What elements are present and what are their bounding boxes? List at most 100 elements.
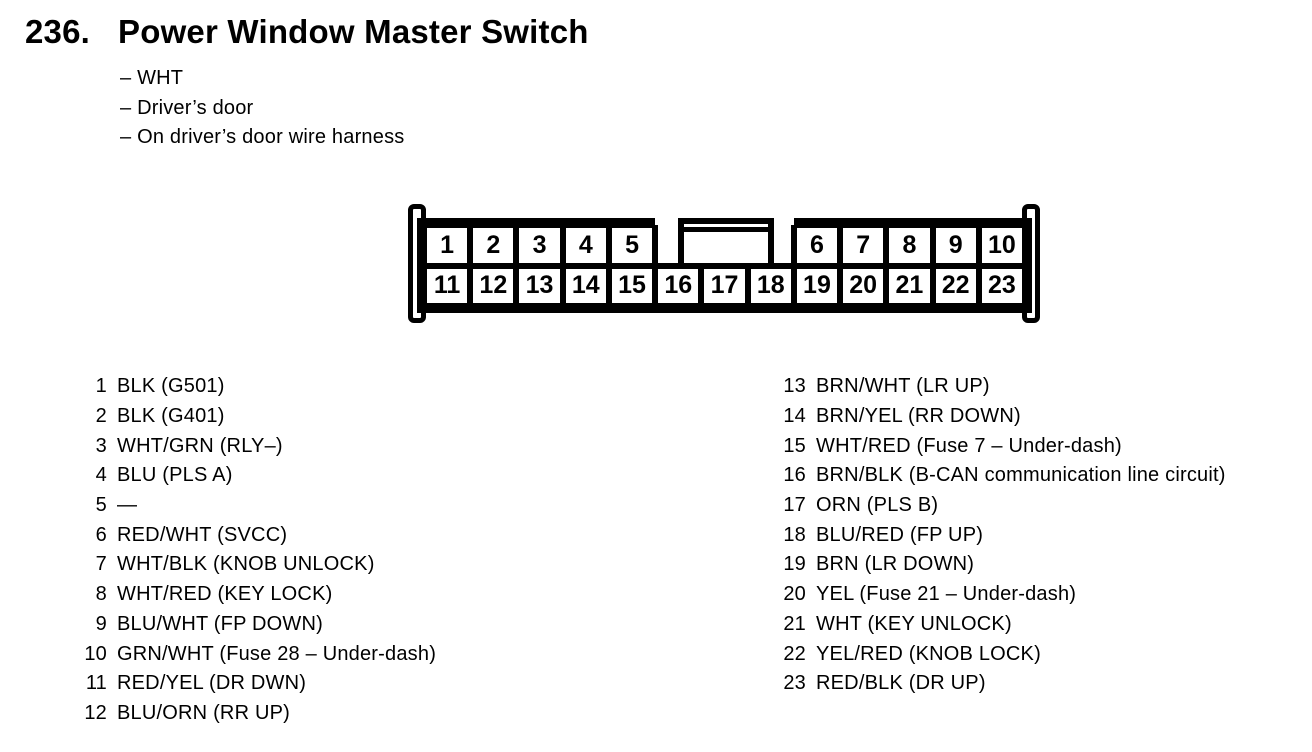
connector-cell: 11 bbox=[424, 265, 471, 306]
pin-row: 2 BLK (G401) bbox=[83, 402, 436, 432]
pin-number: 11 bbox=[85, 672, 107, 695]
pin-label: BLK (G501) bbox=[117, 375, 225, 398]
connector-bottom-row: 11 12 13 14 15 16 17 18 19 20 21 22 23 bbox=[424, 265, 1025, 306]
pin-number: 6 bbox=[95, 523, 107, 546]
pin-label: GRN/WHT (Fuse 28 – Under-dash) bbox=[117, 642, 437, 665]
pin-label: WHT/GRN (RLY–) bbox=[117, 434, 283, 457]
pin-row: 6 RED/WHT (SVCC) bbox=[83, 520, 436, 550]
pin-list-right: 13 BRN/WHT (LR UP) 14 BRN/YEL (RR DOWN) 15… bbox=[780, 372, 1226, 699]
pin-row: 15 WHT/RED (Fuse 7 – Under-dash) bbox=[780, 431, 1226, 461]
pin-number: 17 bbox=[783, 494, 806, 517]
pin-row: 8 WHT/RED (KEY LOCK) bbox=[83, 580, 436, 610]
pin-label: BRN (LR DOWN) bbox=[816, 553, 975, 576]
pin-number: 1 bbox=[95, 375, 107, 398]
pin-label: BRN/BLK (B-CAN communication line circui… bbox=[816, 464, 1226, 487]
pin-number: 18 bbox=[783, 523, 806, 546]
pin-number: 2 bbox=[95, 405, 107, 428]
connector-cell: 14 bbox=[562, 265, 609, 306]
pin-row: 11 RED/YEL (DR DWN) bbox=[83, 669, 436, 699]
figure-title: Power Window Master Switch bbox=[118, 13, 589, 50]
pin-label: BLU/RED (FP UP) bbox=[816, 523, 984, 546]
connector-cell: 5 bbox=[608, 225, 656, 266]
connector-cell: 20 bbox=[840, 265, 887, 306]
note-line: – On driver’s door wire harness bbox=[120, 126, 405, 148]
connector-keyway bbox=[677, 218, 775, 269]
connector-cell: 12 bbox=[470, 265, 517, 306]
note-line: – Driver’s door bbox=[120, 96, 254, 119]
pin-label: WHT/RED (KEY LOCK) bbox=[117, 583, 333, 606]
pin-label: BRN/WHT (LR UP) bbox=[816, 375, 990, 398]
pin-number: 14 bbox=[783, 405, 806, 428]
pin-row: 5— bbox=[83, 491, 436, 521]
pin-number: 10 bbox=[84, 642, 107, 665]
pin-number: 13 bbox=[783, 375, 806, 398]
pin-label: RED/BLK (DR UP) bbox=[816, 672, 986, 695]
pin-label: BLK (G401) bbox=[117, 405, 225, 428]
pin-row: 14 BRN/YEL (RR DOWN) bbox=[780, 402, 1226, 432]
pin-number: 19 bbox=[783, 553, 806, 576]
connector-cell: 15 bbox=[608, 265, 656, 306]
pin-label: YEL (Fuse 21 – Under-dash) bbox=[816, 583, 1077, 606]
page-title: 236. Power Window Master Switch bbox=[25, 12, 589, 52]
pin-label: BLU/ORN (RR UP) bbox=[117, 701, 291, 724]
pin-number: 8 bbox=[95, 583, 107, 606]
pin-row: 7 WHT/BLK (KNOB UNLOCK) bbox=[83, 550, 436, 580]
connector-cell: 18 bbox=[747, 265, 794, 306]
pin-number: 21 bbox=[783, 612, 806, 635]
pin-row: 16 BRN/BLK (B-CAN communication line circ… bbox=[780, 461, 1226, 491]
pin-label: WHT/RED (Fuse 7 – Under-dash) bbox=[816, 434, 1122, 457]
connector-diagram: 1 2 3 4 5 6 7 8 9 10 11 12 13 14 15 16 1… bbox=[408, 204, 1040, 323]
pin-label: ORN (PLS B) bbox=[816, 494, 939, 517]
connector-cell: 21 bbox=[886, 265, 933, 306]
pin-number: 7 bbox=[95, 553, 107, 576]
pin-row: 18 BLU/RED (FP UP) bbox=[780, 520, 1226, 550]
connector-cell: 17 bbox=[701, 265, 748, 306]
connector-keyway-ridge bbox=[683, 224, 769, 232]
note-line: – WHT bbox=[120, 67, 184, 89]
pin-row: 13 BRN/WHT (LR UP) bbox=[780, 372, 1226, 402]
pin-row: 20 YEL (Fuse 21 – Under-dash) bbox=[780, 580, 1226, 610]
connector-cell: 9 bbox=[932, 225, 979, 266]
pin-row: 10 GRN/WHT (Fuse 28 – Under-dash) bbox=[83, 639, 436, 669]
pin-row: 1 BLK (G501) bbox=[83, 372, 436, 402]
connector-cell: 4 bbox=[562, 225, 609, 266]
pin-number: 3 bbox=[95, 434, 107, 457]
connector-cell: 16 bbox=[655, 265, 702, 306]
connector-cell: 19 bbox=[793, 265, 841, 306]
pin-label: YEL/RED (KNOB LOCK) bbox=[816, 642, 1041, 665]
pin-label: BRN/YEL (RR DOWN) bbox=[816, 405, 1021, 428]
connector-cell: 1 bbox=[424, 225, 471, 266]
connector-body: 1 2 3 4 5 6 7 8 9 10 11 12 13 14 15 16 1… bbox=[417, 218, 1032, 313]
pin-label: RED/WHT (SVCC) bbox=[117, 523, 288, 546]
pin-number: 5 bbox=[95, 494, 107, 517]
pin-label: — bbox=[117, 494, 138, 517]
connector-cell: 22 bbox=[932, 265, 979, 306]
connector-cell: 6 bbox=[793, 225, 841, 266]
connector-cell: 10 bbox=[978, 225, 1025, 266]
pin-number: 9 bbox=[95, 612, 107, 635]
connector-cell: 2 bbox=[470, 225, 517, 266]
pin-row: 22 YEL/RED (KNOB LOCK) bbox=[780, 639, 1226, 669]
pin-number: 4 bbox=[95, 464, 107, 487]
pin-number: 22 bbox=[783, 642, 806, 665]
connector-cell: 3 bbox=[516, 225, 563, 266]
connector-cell: 13 bbox=[516, 265, 563, 306]
pin-row: 17 ORN (PLS B) bbox=[780, 491, 1226, 521]
pin-number: 20 bbox=[783, 583, 806, 606]
pin-row: 19 BRN (LR DOWN) bbox=[780, 550, 1226, 580]
connector-notes: – WHT – Driver’s door – On driver’s door… bbox=[120, 64, 404, 153]
connector-cell: 8 bbox=[886, 225, 933, 266]
pin-number: 16 bbox=[783, 464, 806, 487]
pin-number: 15 bbox=[783, 434, 806, 457]
figure-number: 236. bbox=[25, 13, 91, 50]
pin-label: WHT/BLK (KNOB UNLOCK) bbox=[117, 553, 375, 576]
connector-cell: 7 bbox=[840, 225, 887, 266]
pin-label: RED/YEL (DR DWN) bbox=[117, 672, 307, 695]
